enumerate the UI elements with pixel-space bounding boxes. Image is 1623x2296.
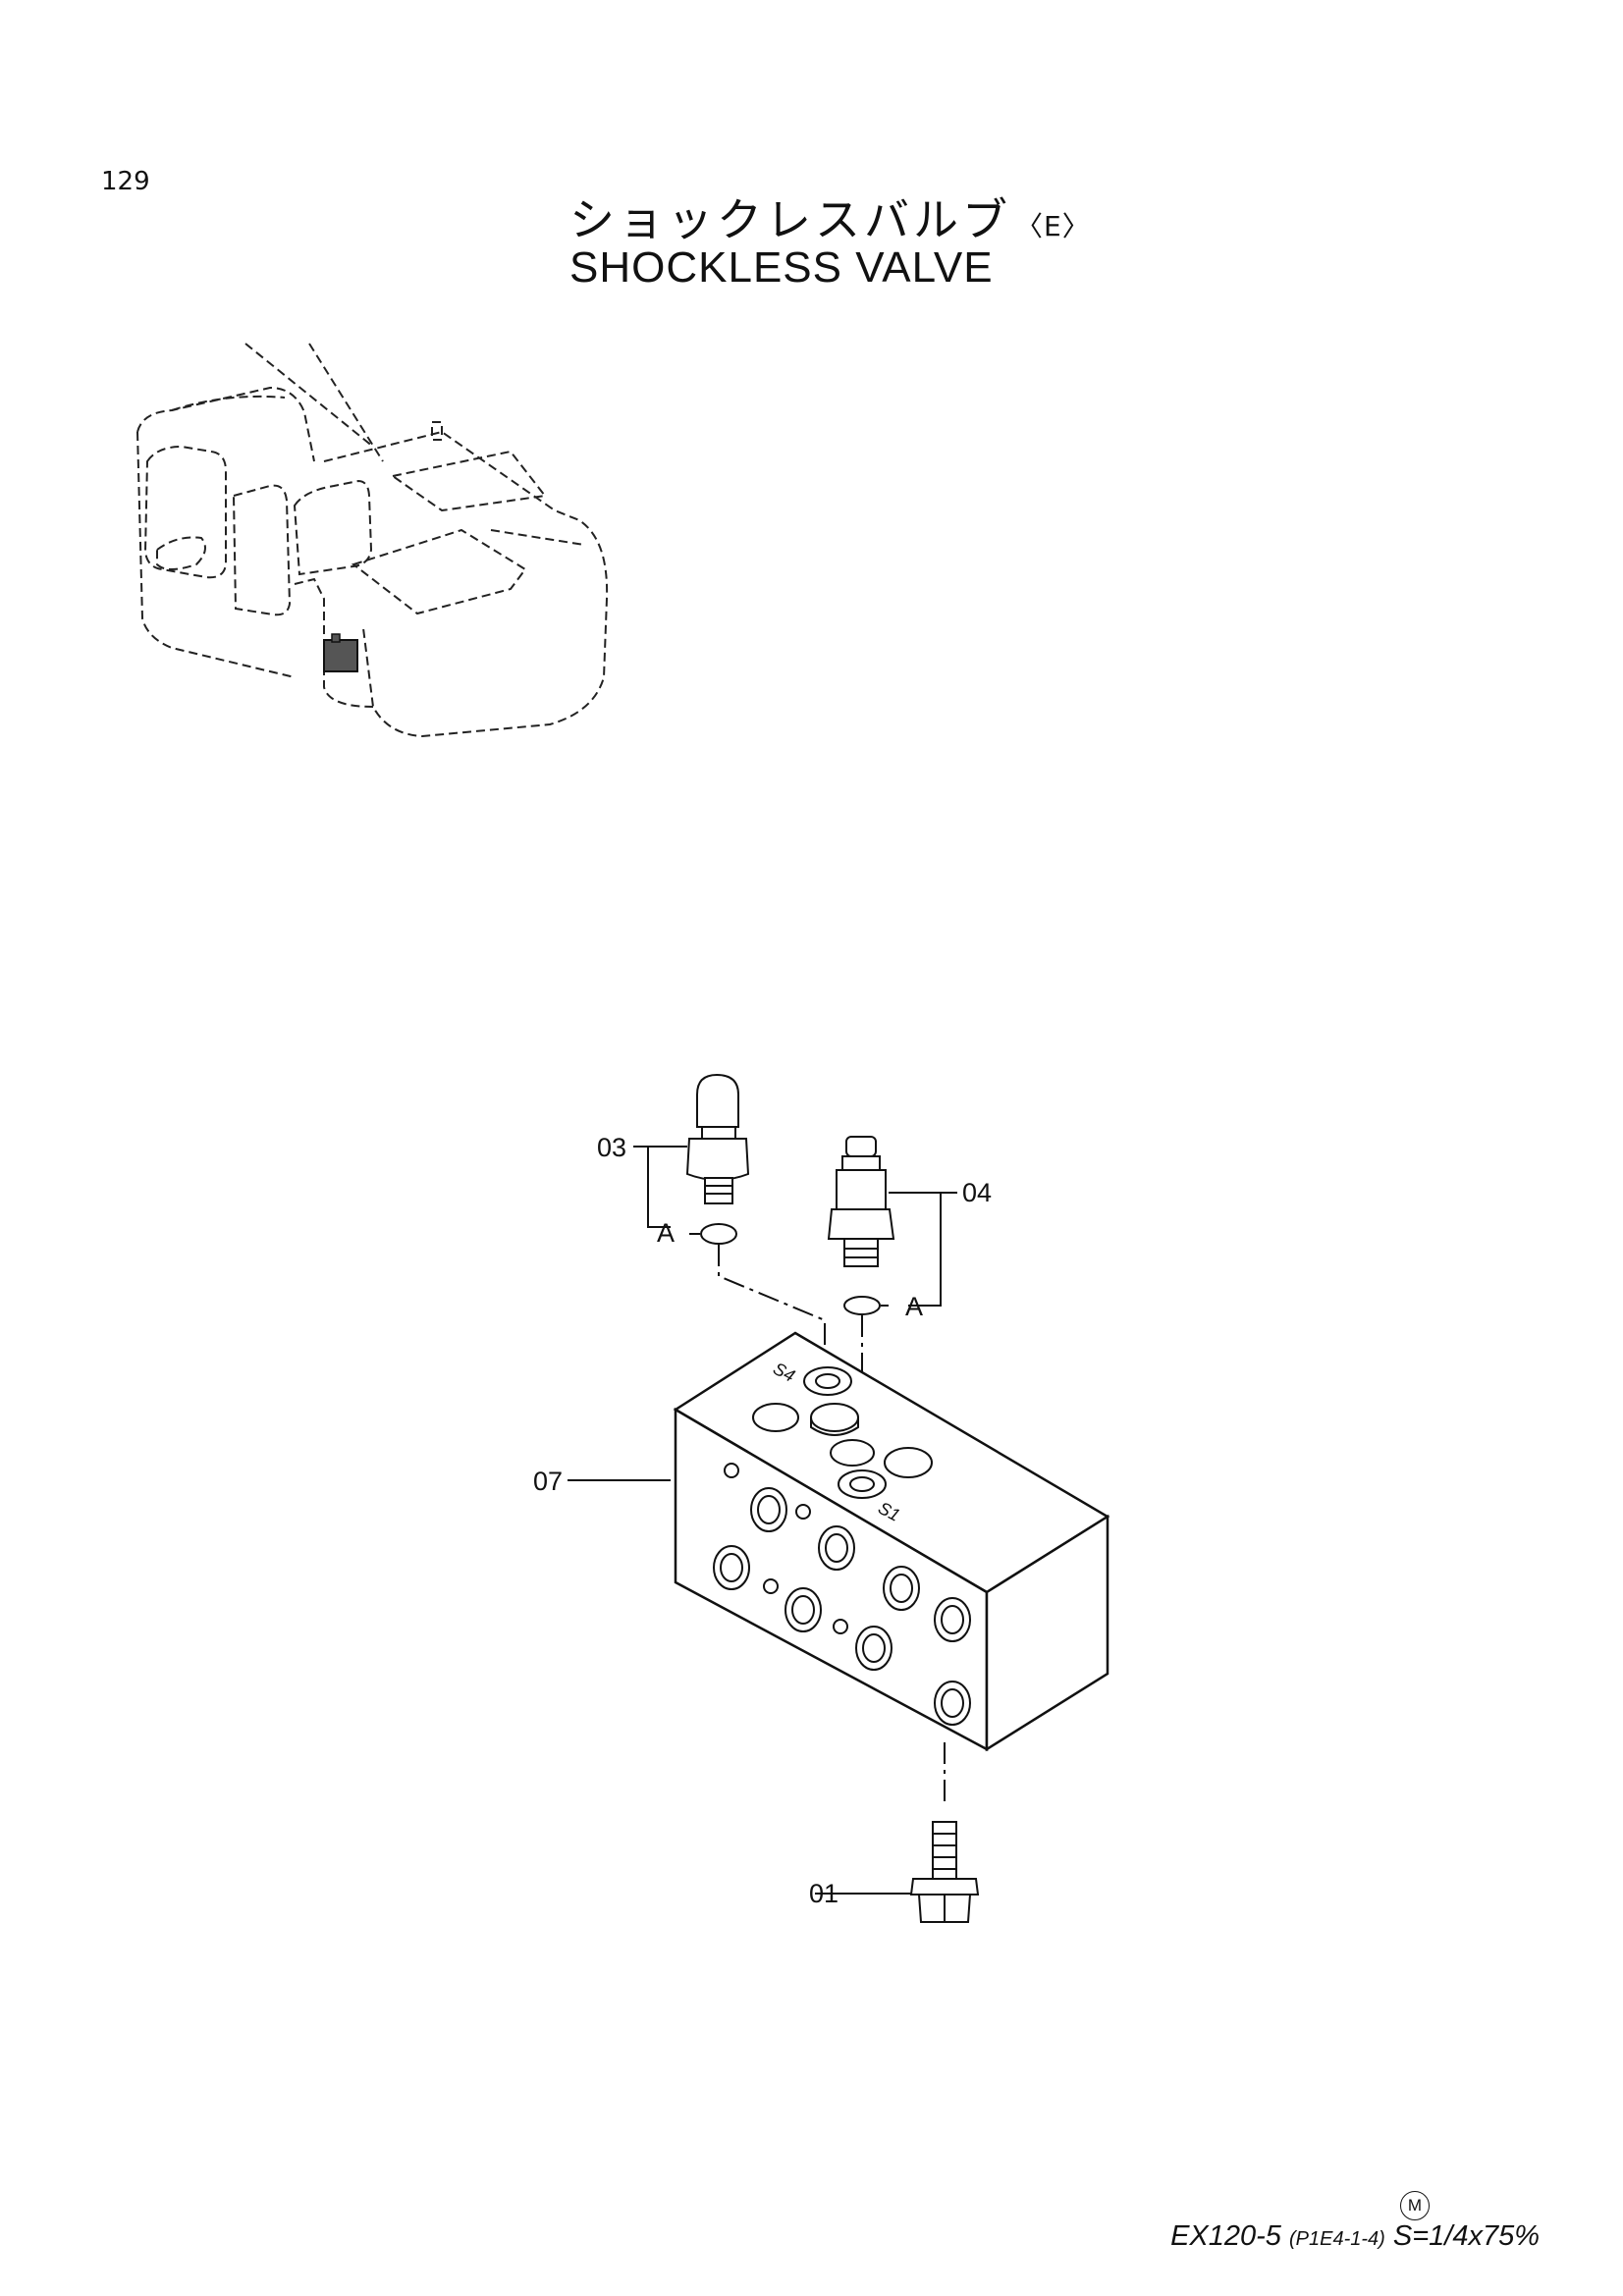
part-04-sensor [827,1136,895,1267]
page-number: 129 [101,167,150,196]
title-variant: 〈E〉 [1015,210,1091,242]
excavator-location-view [136,343,609,738]
footer-caption: EX120-5 (P1E4-1-4) S=1/4x75% [1170,2220,1540,2253]
callout-a-left: A [657,1218,675,1248]
valve-block-side-ports [713,1463,971,1726]
leader-lines [568,1146,957,1895]
title-japanese-text: ショックレスバルブ [569,193,1011,246]
title-japanese: ショックレスバルブ〈E〉 [569,185,1091,249]
callout-01: 01 [809,1879,839,1908]
mark-symbol: M [1400,2191,1430,2220]
part-07-valve-block [673,1331,1110,1752]
valve-block-top-ports [752,1366,933,1499]
part-03-sensor [685,1073,750,1204]
callout-04: 04 [962,1178,992,1207]
callout-a-right: A [905,1292,923,1321]
callout-03: 03 [597,1133,626,1162]
o-ring-right [843,1296,881,1315]
footer-code: (P1E4-1-4) [1288,2228,1385,2250]
footer-scale: S=1/4x75% [1392,2220,1540,2252]
footer-model: EX120-5 [1170,2220,1281,2252]
o-ring-left [700,1223,737,1245]
title-english: SHOCKLESS VALVE [569,243,994,292]
callout-07: 07 [533,1467,563,1496]
part-01-bolt [909,1821,980,1923]
valve-location-marker [323,633,358,672]
